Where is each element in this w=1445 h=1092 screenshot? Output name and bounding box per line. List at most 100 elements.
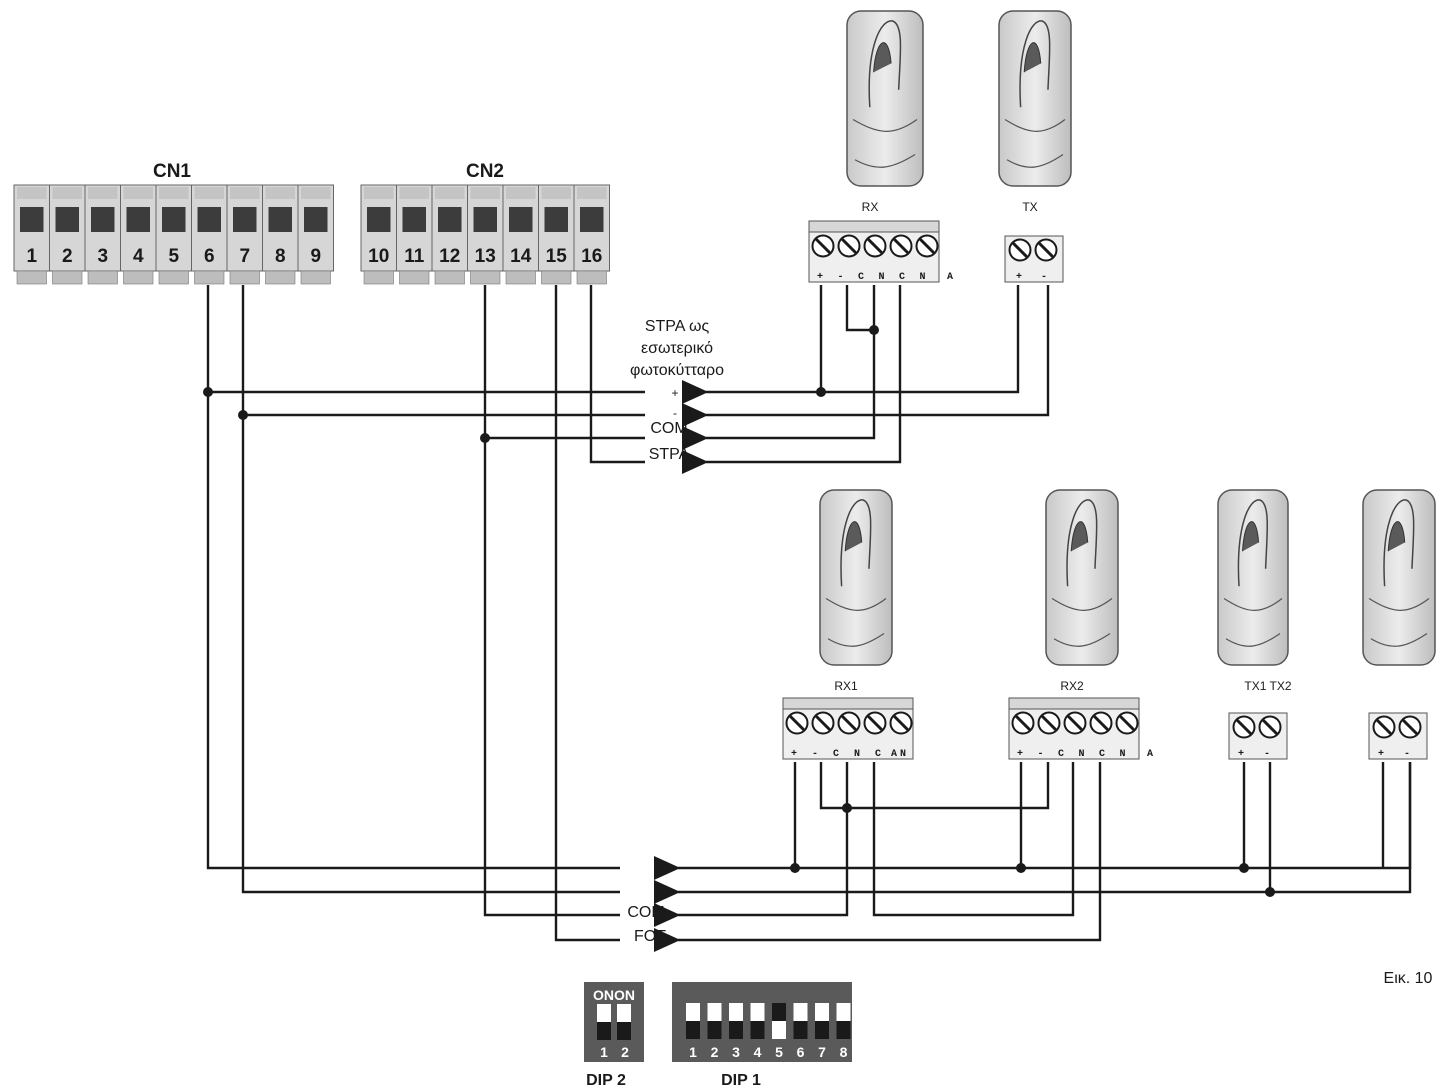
- screw-terminal: [811, 234, 835, 258]
- stpa-note-line3: φωτοκύτταρο: [630, 362, 724, 379]
- dip1-lever-1: [686, 1003, 700, 1039]
- tx2-photocell: [1362, 489, 1436, 666]
- terminal-number: 13: [475, 246, 496, 267]
- pin-label: N: [854, 749, 860, 760]
- tx-terminal-strip: +-: [1004, 235, 1064, 283]
- terminal-12: 12: [431, 184, 468, 285]
- terminal-number: 1: [26, 246, 37, 267]
- screw-terminal: [1034, 238, 1058, 262]
- rx2-photocell: [1045, 489, 1119, 666]
- rx1-photocell: [819, 489, 893, 666]
- dip2-num-1: 1: [600, 1044, 608, 1060]
- screw-terminal: [1011, 711, 1035, 735]
- terminal-7: 7: [226, 184, 263, 285]
- rx1-label: RX1: [834, 679, 858, 693]
- terminal-15: 15: [538, 184, 575, 285]
- dip1-lever-5: [772, 1003, 786, 1039]
- dip1-num: 8: [840, 1044, 848, 1060]
- bottom-bus-com: COM: [627, 904, 664, 921]
- terminal-number: 7: [239, 246, 250, 267]
- pin-label: +: [1017, 749, 1023, 760]
- terminal-6: 6: [191, 184, 228, 285]
- pin-label: C: [875, 749, 881, 760]
- terminal-11: 11: [396, 184, 433, 285]
- dip2-switch: ONON 1 2: [584, 982, 644, 1062]
- terminal-9: 9: [297, 184, 334, 285]
- terminal-1: 1: [13, 184, 50, 285]
- dip1-lever-3: [729, 1003, 743, 1039]
- tx2-terminal-strip: +-: [1368, 712, 1428, 760]
- pin-label: A: [947, 272, 953, 283]
- terminal-number: 2: [62, 246, 73, 267]
- terminal-number: 16: [581, 246, 602, 267]
- terminal-number: 5: [168, 246, 179, 267]
- screw-terminal: [811, 711, 835, 735]
- screw-terminal: [1089, 711, 1113, 735]
- terminal-number: 4: [133, 246, 144, 267]
- rx-label: RX: [862, 200, 879, 214]
- terminal-number: 11: [404, 246, 425, 267]
- pin-label: C: [858, 272, 864, 283]
- top-bus-stpa: STPA: [649, 446, 690, 463]
- dip2-lever: [597, 1004, 611, 1040]
- screw-terminal: [889, 234, 913, 258]
- pin-label: N: [878, 272, 884, 283]
- pin-label: -: [1037, 749, 1043, 760]
- dip1-num: 3: [732, 1044, 740, 1060]
- tx-label: TX: [1022, 200, 1037, 214]
- stpa-note-line1: STPA ως: [645, 318, 710, 335]
- pin-label: C: [1058, 749, 1064, 760]
- pin-label: -: [812, 749, 818, 760]
- bottom-bus-fot: FOT: [634, 928, 666, 945]
- dip1-lever-2: [707, 1003, 722, 1039]
- cn1-label: CN1: [153, 161, 191, 182]
- screw-terminal: [837, 711, 861, 735]
- pin-label: +: [791, 749, 797, 760]
- top-bus-minus: -: [673, 406, 677, 420]
- pin-label: -: [1264, 749, 1270, 760]
- dip1-lever-6: [793, 1003, 808, 1039]
- dip2-label: DIP 2: [586, 1072, 626, 1089]
- screw-terminal: [1115, 711, 1139, 735]
- pin-label: C: [1099, 749, 1105, 760]
- terminal-number: 3: [97, 246, 108, 267]
- dip2-num-2: 2: [621, 1044, 629, 1060]
- terminal-number: 10: [368, 246, 389, 267]
- pin-label: A: [891, 749, 897, 760]
- pin-label: -: [837, 272, 843, 283]
- dip2-on-label: ONON: [593, 987, 635, 1003]
- bottom-wiring: [654, 762, 1412, 952]
- screw-terminal: [1232, 715, 1256, 739]
- terminal-16: 16: [573, 184, 610, 285]
- dip1-lever-4: [750, 1003, 765, 1039]
- pin-label: C: [899, 272, 905, 283]
- cn2-label: CN2: [466, 161, 504, 182]
- terminal-2: 2: [49, 184, 86, 285]
- figure-label: Εικ. 10: [1384, 970, 1433, 987]
- terminal-number: 6: [204, 246, 215, 267]
- pin-label: A: [1147, 749, 1153, 760]
- terminal-number: 12: [439, 246, 460, 267]
- bottom-bus-plus: +: [653, 861, 660, 875]
- pin-label: +: [1238, 749, 1244, 760]
- pin-label: -: [1404, 749, 1410, 760]
- dip1-num: 4: [754, 1044, 762, 1060]
- bottom-bus-minus: =: [653, 885, 660, 899]
- terminal-5: 5: [155, 184, 192, 285]
- terminal-3: 3: [84, 184, 121, 285]
- pin-label: N: [919, 272, 925, 283]
- photocell-group: [819, 10, 1436, 666]
- tx1-photocell: [1217, 489, 1289, 666]
- screw-terminal: [1037, 711, 1061, 735]
- dip1-num: 1: [689, 1044, 697, 1060]
- top-bus-plus: +: [671, 386, 678, 400]
- dip1-num: 2: [711, 1044, 719, 1060]
- terminal-number: 9: [310, 246, 321, 267]
- terminal-10: 10: [360, 184, 397, 285]
- screw-terminal: [1372, 715, 1396, 739]
